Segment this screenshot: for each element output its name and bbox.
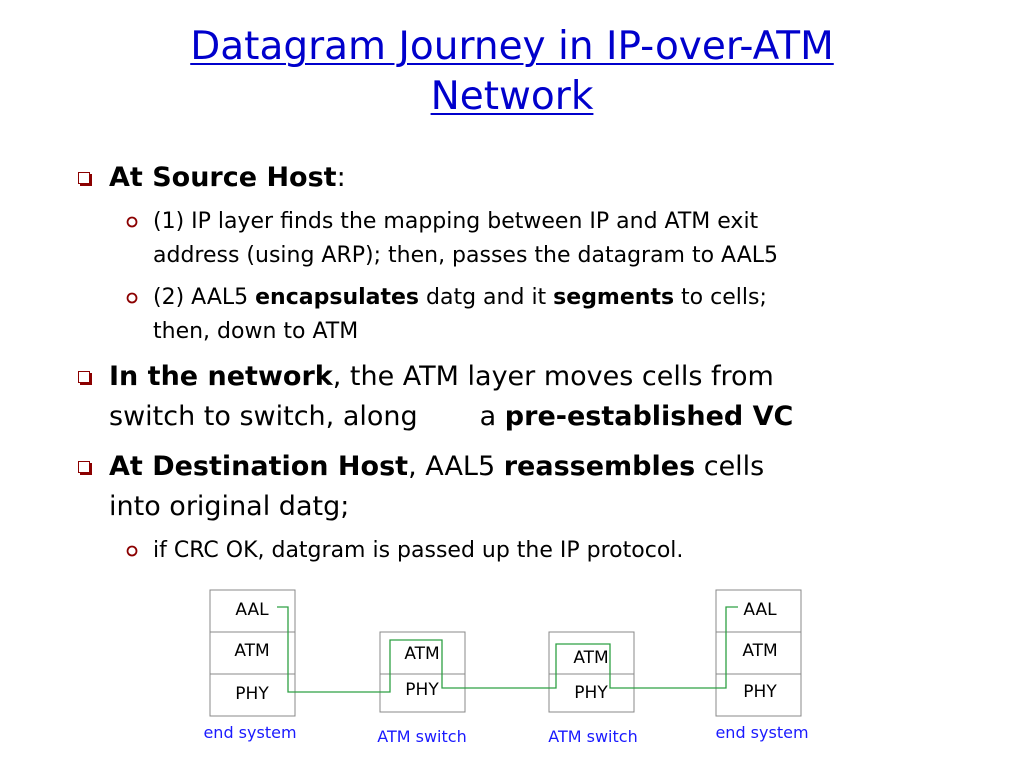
bullet-network-vc: pre-established VC [504, 401, 794, 432]
bullet-destination-reassembles: reassembles [503, 451, 696, 482]
square-bullet-icon [78, 371, 90, 383]
bullet-network-head: In the network [109, 361, 333, 392]
datagram-path-line [277, 606, 738, 693]
sub2-text-c: datg and it [419, 285, 554, 310]
caption-atm-switch-right: ATM switch [548, 727, 637, 746]
bullet-source-tail: : [336, 162, 346, 193]
layer-phy-right: PHY [743, 682, 777, 702]
layer-phy-switch1: PHY [405, 680, 439, 700]
bullet-source-host: At Source Host: [78, 158, 346, 198]
caption-end-system-right: end system [715, 723, 808, 742]
sub-bullet-source-1: (1) IP layer finds the mapping between I… [126, 205, 778, 273]
layer-atm-right: ATM [742, 641, 777, 661]
circle-bullet-icon [126, 292, 138, 304]
layer-aal-left: AAL [235, 600, 269, 620]
bullet-destination-host: At Destination Host, AAL5 reassembles ce… [78, 447, 764, 527]
bullet-network-line2-b: a [479, 401, 505, 432]
atm-switch-right-stack: ATM PHY [548, 631, 635, 713]
sub-bullet-destination-1: if CRC OK, datgram is passed up the IP p… [126, 534, 683, 568]
slide-title-line1: Datagram Journey in IP-over-ATM [190, 24, 834, 69]
layer-phy-left: PHY [235, 684, 269, 704]
circle-bullet-icon [126, 216, 138, 228]
protocol-stack-diagram: AAL ATM PHY ATM PHY ATM PHY AAL ATM PHY … [203, 589, 809, 746]
sub-bullet-source-1-line2: address (using ARP); then, passes the da… [153, 243, 779, 268]
layer-phy-switch2: PHY [574, 683, 608, 703]
bullet-destination-line2: into original datg; [109, 491, 350, 522]
sub2-text-a: (2) AAL5 [153, 285, 256, 310]
caption-end-system-left: end system [203, 723, 296, 742]
sub2-segments: segments [553, 285, 675, 310]
sub-bullet-source-2: (2) AAL5 encapsulates datg and it segmen… [126, 281, 767, 349]
circle-bullet-icon [126, 545, 138, 557]
sub2-text-e: to cells; [674, 285, 767, 310]
sub2-line2: then, down to ATM [153, 319, 359, 344]
sub-bullet-source-1-line1: (1) IP layer finds the mapping between I… [153, 209, 759, 234]
sub2-encapsulates: encapsulates [255, 285, 420, 310]
square-bullet-icon [78, 461, 90, 473]
atm-switch-left-stack: ATM PHY [379, 631, 466, 713]
end-system-right-stack: AAL ATM PHY [715, 589, 802, 717]
caption-atm-switch-left: ATM switch [377, 727, 466, 746]
end-system-left-stack: AAL ATM PHY [209, 589, 296, 717]
bullet-network: In the network, the ATM layer moves cell… [78, 357, 793, 437]
slide-title: Datagram Journey in IP-over-ATM Network [0, 22, 1024, 122]
bullet-destination-head: At Destination Host [109, 451, 409, 482]
bullet-destination-line1-c: cells [695, 451, 765, 482]
bullet-source-head: At Source Host [109, 162, 337, 193]
layer-atm-switch2: ATM [573, 648, 608, 668]
bullet-network-line1: , the ATM layer moves cells from [332, 361, 774, 392]
layer-atm-switch1: ATM [404, 644, 439, 664]
bullet-network-line2-a: switch to switch, along [109, 401, 418, 432]
square-bullet-icon [78, 172, 90, 184]
layer-aal-right: AAL [743, 600, 777, 620]
layer-atm-left: ATM [234, 641, 269, 661]
bullet-destination-line1-a: , AAL5 [408, 451, 504, 482]
slide-title-line2: Network [430, 74, 594, 119]
sub-bullet-destination-1-text: if CRC OK, datgram is passed up the IP p… [153, 538, 684, 563]
